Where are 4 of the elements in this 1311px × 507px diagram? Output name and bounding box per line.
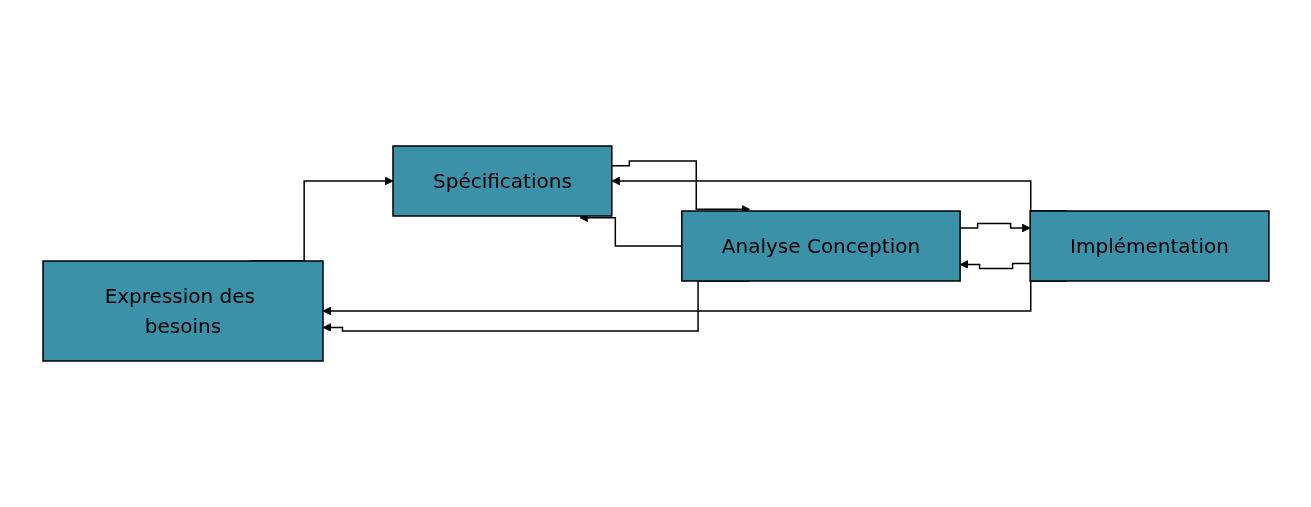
node-box: Spécifications (391, 145, 613, 217)
node-box: Expression des besoins (41, 260, 324, 362)
node-box: Analyse Conception (680, 210, 961, 282)
node-box: Implémentation (1028, 210, 1270, 282)
